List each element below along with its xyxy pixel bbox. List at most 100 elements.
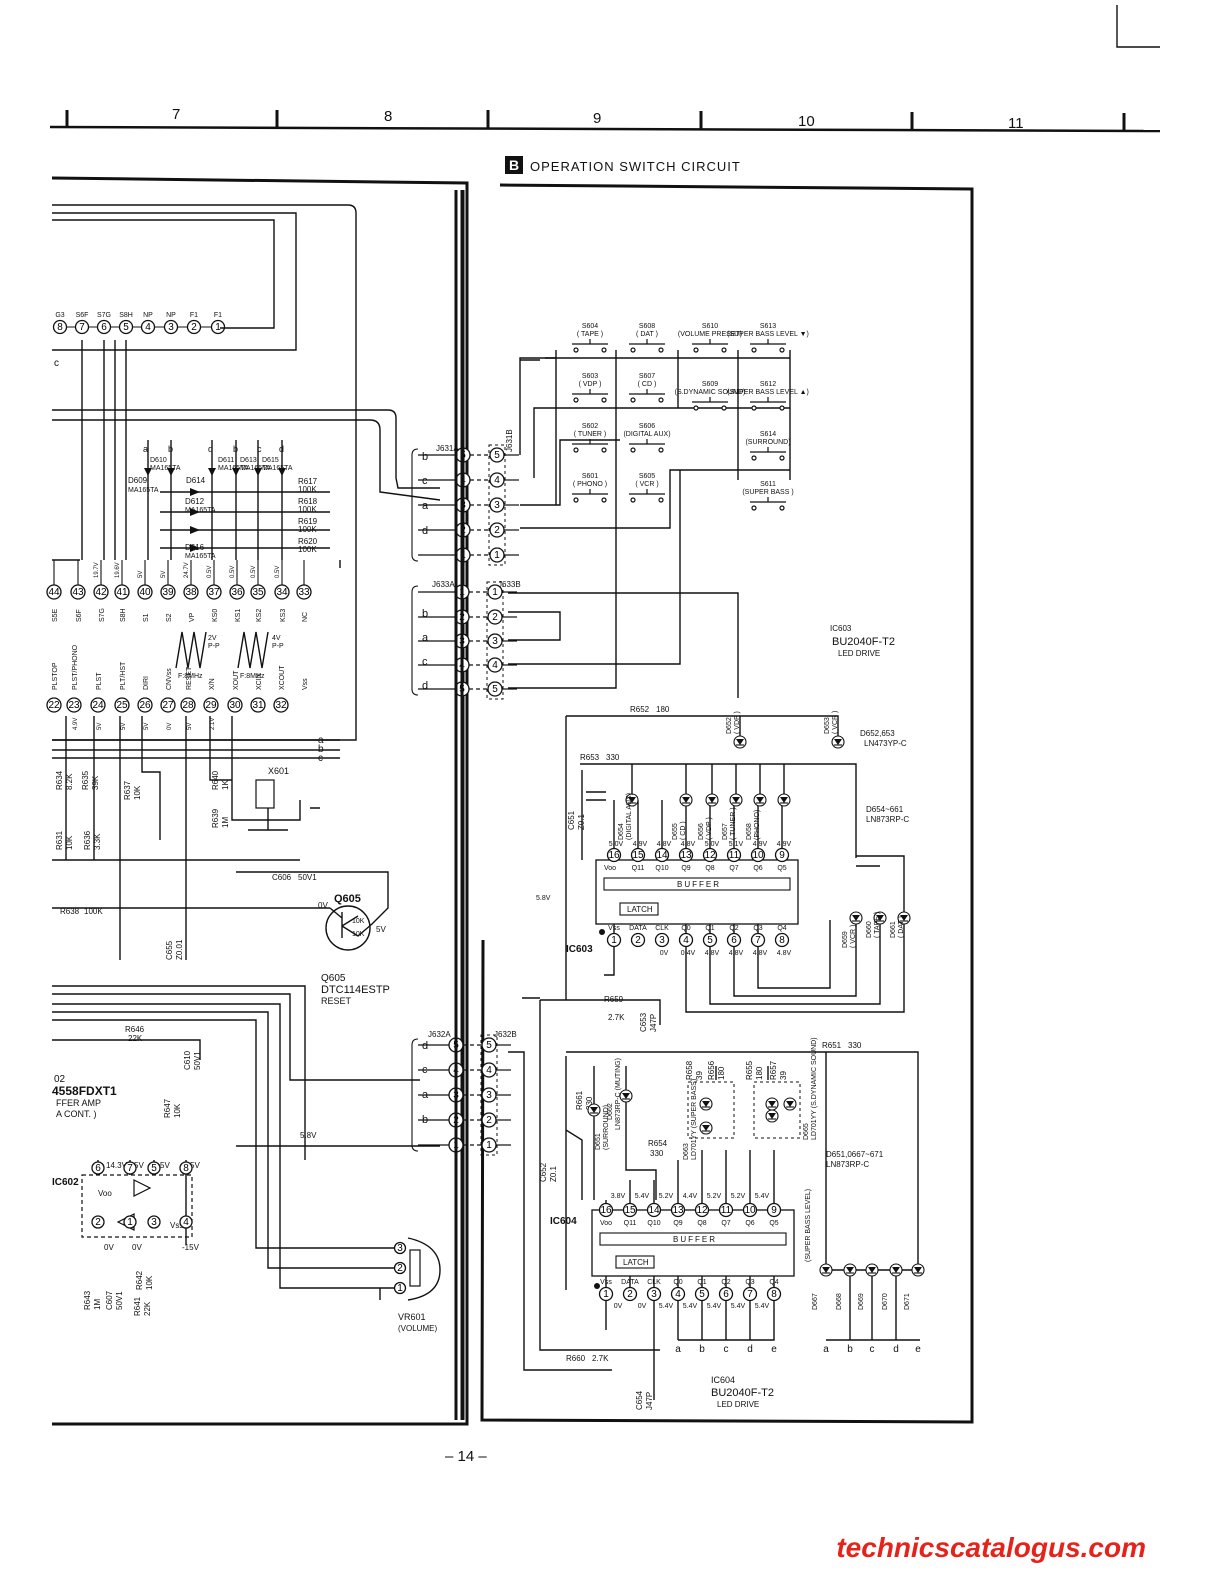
led-function: LD701YY (SUPER BASS) bbox=[691, 1079, 698, 1160]
ic-pin-number: 38 bbox=[183, 584, 199, 600]
ic603-pin-voltage: 0.4V bbox=[681, 950, 696, 957]
diode-label: D612 bbox=[185, 497, 205, 506]
ic604-pin-name: Q2 bbox=[721, 1279, 730, 1286]
svg-text:Q605: Q605 bbox=[321, 973, 346, 984]
svg-text:3: 3 bbox=[151, 1217, 157, 1228]
ic603-pin-number: 9 bbox=[774, 847, 790, 863]
ic604-pin-voltage: 0V bbox=[638, 1303, 647, 1310]
ic-pin-number: 40 bbox=[137, 584, 153, 600]
ic603-pin-voltage: 5.1V bbox=[729, 841, 744, 848]
output-letter: a bbox=[675, 1344, 681, 1355]
svg-text:5: 5 bbox=[151, 1163, 157, 1174]
switch-ref: S613 bbox=[760, 323, 776, 330]
led-note: LN473YP-C bbox=[864, 739, 907, 748]
led-diode: D669 bbox=[858, 1263, 879, 1310]
led-function: (DIGITAL AUX) bbox=[626, 793, 633, 840]
led-function: (SURROUND) bbox=[603, 1105, 610, 1150]
switch-function: ( DAT ) bbox=[636, 331, 658, 338]
tact-switch: S610(VOLUME PRESET) bbox=[678, 323, 742, 353]
footer-site-link[interactable]: technicscatalogus.com bbox=[836, 1532, 1146, 1563]
led-ref: D652 bbox=[726, 717, 733, 734]
ic-pin-name: KS0 bbox=[212, 609, 219, 622]
bus-letter: c bbox=[318, 753, 323, 764]
svg-text:3: 3 bbox=[492, 636, 498, 647]
supply-label: 5.8V bbox=[536, 895, 551, 902]
switch-ref: S601 bbox=[582, 473, 598, 480]
waveform-right: 4V P-P F:8MHz bbox=[237, 631, 284, 680]
led-function: ( CD ) bbox=[680, 821, 687, 840]
svg-text:R643: R643 bbox=[83, 1290, 92, 1310]
led-diode: D668 bbox=[836, 1263, 857, 1310]
svg-text:P-P: P-P bbox=[208, 643, 220, 650]
led-diode: D671 bbox=[904, 1263, 925, 1310]
resistor-label: R658 bbox=[685, 1060, 694, 1080]
svg-text:30: 30 bbox=[229, 700, 241, 711]
output-letter: b bbox=[699, 1344, 705, 1355]
ic603-region bbox=[522, 715, 905, 1351]
ic604-pin-number: 8 bbox=[766, 1286, 782, 1302]
ic603-pin-name: Q2 bbox=[729, 925, 738, 932]
svg-text:8: 8 bbox=[771, 1289, 777, 1300]
svg-text:F:8MHz: F:8MHz bbox=[240, 673, 265, 680]
svg-text:R631: R631 bbox=[55, 830, 64, 850]
volume-pin: 2 bbox=[393, 1261, 407, 1275]
ic-pin-number: 31 bbox=[250, 697, 266, 713]
ic-pin-voltage: 2.1V bbox=[210, 718, 216, 730]
led-ref: D665 bbox=[803, 1123, 810, 1140]
svg-text:5: 5 bbox=[486, 1040, 492, 1051]
led-ref: D659 bbox=[842, 931, 849, 948]
ic603-pin-number: 8 bbox=[774, 932, 790, 948]
ic-pin-number: 25 bbox=[114, 697, 130, 713]
led-ref: D654 bbox=[618, 823, 625, 840]
switch-function: (SUPER BASS LEVEL ▼) bbox=[727, 331, 809, 338]
ic-pin-name: RESET bbox=[186, 666, 193, 690]
ic-pin-name: XOUT bbox=[233, 670, 240, 690]
ic-pin-name: NC bbox=[302, 612, 309, 622]
ic604-part-note: BU2040F-T2 bbox=[711, 1387, 774, 1399]
diode-label: MA165TA bbox=[128, 487, 159, 494]
tact-switch: S605( VCR ) bbox=[629, 473, 665, 503]
svg-text:10: 10 bbox=[752, 850, 764, 861]
connector-signal-letter: a bbox=[422, 632, 429, 644]
ic604-vdd: Voo bbox=[600, 1220, 612, 1227]
led-diode: D659( VCR ) bbox=[842, 911, 863, 948]
svg-text:6: 6 bbox=[101, 322, 107, 333]
svg-text:c: c bbox=[257, 444, 262, 454]
connector-pin-number: 2 bbox=[481, 1112, 497, 1128]
ic604-pin-voltage: 5.2V bbox=[731, 1193, 746, 1200]
ic-pin-number: 44 bbox=[46, 584, 62, 600]
svg-text:2: 2 bbox=[635, 935, 641, 946]
led-diode bbox=[587, 1103, 601, 1117]
led-ref: D661 bbox=[890, 921, 897, 938]
ic-pin-voltage: 19.6V bbox=[115, 562, 121, 578]
ic604-pin-number: 13 bbox=[670, 1202, 686, 1218]
svg-text:R647: R647 bbox=[163, 1098, 172, 1118]
ic604-pins: 163.8V1Vss0V15Q115.4V2DATA0V14Q105.2V3CL… bbox=[594, 1193, 782, 1310]
ic604-pin-number: 15 bbox=[622, 1202, 638, 1218]
led-diode: D667 bbox=[812, 1263, 833, 1310]
svg-text:22: 22 bbox=[48, 700, 60, 711]
connector-label: J632A bbox=[428, 1030, 451, 1039]
led-ref: D662 bbox=[607, 1103, 614, 1120]
svg-text:Z0.01: Z0.01 bbox=[175, 939, 184, 960]
svg-text:35: 35 bbox=[252, 587, 264, 598]
svg-text:R620: R620 bbox=[298, 537, 318, 546]
ic604-pin-number: 6 bbox=[718, 1286, 734, 1302]
column-ruler: 7 8 9 10 11 bbox=[49, 106, 1161, 133]
switch-ref: S602 bbox=[582, 423, 598, 430]
svg-text:3: 3 bbox=[397, 1243, 403, 1254]
ic-pin-name: PLST/PHONO bbox=[72, 644, 79, 690]
output-letter: c bbox=[724, 1344, 729, 1355]
svg-text:4: 4 bbox=[494, 475, 500, 486]
svg-text:Q605: Q605 bbox=[334, 893, 361, 905]
diode-label: D611 bbox=[218, 457, 234, 464]
ic604-pin-number: 3 bbox=[646, 1286, 662, 1302]
switch-function: ( PHONO ) bbox=[573, 481, 607, 488]
svg-text:5: 5 bbox=[123, 322, 129, 333]
ic-pin-name: S7G bbox=[99, 608, 106, 622]
connector-signal-letter: b bbox=[422, 451, 428, 463]
ic-pin-number: 35 bbox=[250, 584, 266, 600]
